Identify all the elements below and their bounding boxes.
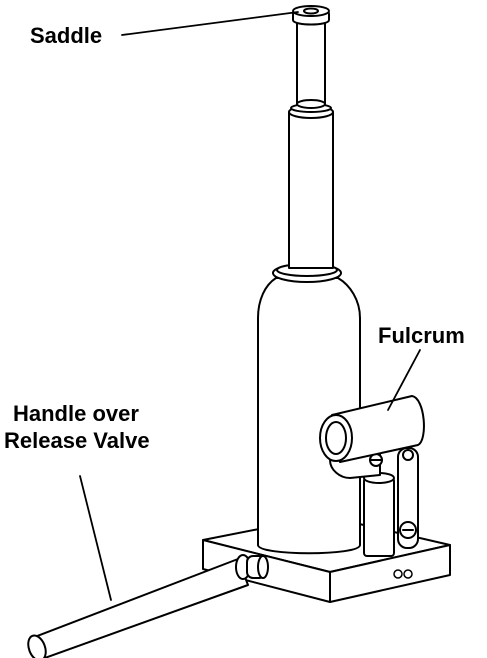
handle-label-line2: Release Valve: [4, 428, 150, 453]
fulcrum-label: Fulcrum: [378, 323, 465, 348]
base-screw-hole: [403, 569, 413, 579]
link-pin-top: [402, 449, 414, 461]
handle-leader: [79, 475, 112, 601]
fulcrum-assembly: [319, 395, 425, 557]
leader-lines: [79, 11, 421, 601]
saddle: [292, 5, 330, 26]
ram-lower: [288, 103, 334, 269]
extension-screw: [296, 17, 326, 109]
cylinder-body: [257, 263, 361, 555]
saddle-leader: [121, 11, 299, 36]
pump-cylinder: [363, 477, 395, 557]
handle-rod: [27, 554, 269, 658]
handle-label-line1: Handle over: [13, 401, 139, 426]
saddle-label: Saddle: [30, 23, 103, 48]
handle-socket: [331, 395, 425, 463]
handle-end: [27, 634, 47, 658]
fulcrum-leader: [387, 349, 421, 411]
base-screw-hole: [393, 569, 403, 579]
